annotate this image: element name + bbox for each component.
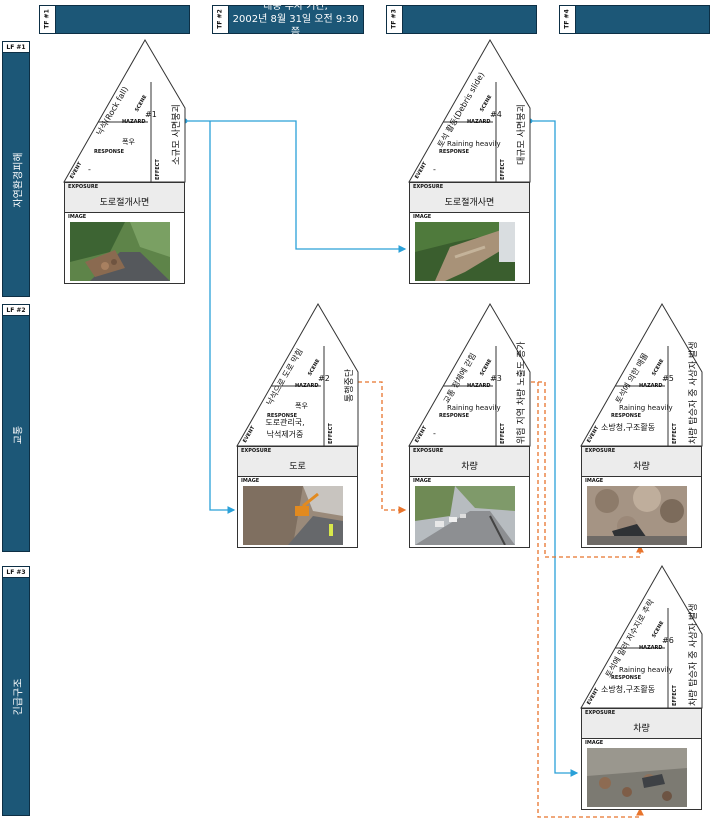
hazard-field-label: HAZARD [295, 383, 319, 389]
hazard-value: 폭우 [122, 138, 135, 146]
scenario-card-6: EVENT 토석에 밀려 저수지로 추락 SCENE #6 HAZARD Rai… [580, 565, 703, 810]
level-tag: LF #1 [2, 41, 30, 53]
timeframe-title: 태풍 루사 기간, [263, 1, 328, 12]
link-2-to-3 [358, 381, 407, 514]
scene-number: #4 [490, 110, 502, 119]
link-3-to-6 [537, 382, 644, 818]
scene-number: #6 [662, 636, 674, 645]
link-1-to-2 [209, 121, 236, 514]
exposure-value: 차량 [461, 462, 478, 472]
timeframe-tag: TF #4 [560, 6, 576, 33]
timeframe-header-1: TF #1 [39, 5, 190, 34]
buried-car-photo [587, 486, 687, 545]
effect-field-label: EFFECT [500, 159, 506, 180]
effect-field-label: EFFECT [672, 423, 678, 444]
image-box: IMAGE [237, 476, 358, 548]
response-field-label: RESPONSE [439, 149, 469, 155]
level-tag: LF #3 [2, 566, 30, 578]
exposure-box: EXPOSURE 차량 [409, 446, 530, 477]
image-box: IMAGE [581, 476, 702, 548]
scene-number: #1 [145, 110, 157, 119]
image-box: IMAGE [409, 476, 530, 548]
scene-number: #3 [490, 374, 502, 383]
debris-slide-photo [415, 222, 515, 281]
image-box: IMAGE [409, 212, 530, 284]
response-value: - [88, 165, 91, 174]
hazard-value: Raining heavily [619, 404, 673, 412]
hazard-value: Raining heavily [619, 666, 673, 674]
response-value: - [433, 165, 436, 174]
response-value: - [433, 429, 436, 438]
hazard-field-label: HAZARD [639, 383, 663, 389]
image-box: IMAGE [581, 738, 702, 810]
response-field-label: RESPONSE [94, 149, 124, 155]
scene-number: #2 [318, 374, 330, 383]
timeframe-tag: TF #1 [40, 6, 56, 33]
effect-value: 통행중단 [345, 368, 355, 402]
level-bar-3: LF #3 긴급구조 [2, 566, 30, 816]
exposure-value: 도로 [289, 462, 306, 472]
response-field-label: RESPONSE [267, 413, 297, 419]
response-field-label: RESPONSE [611, 675, 641, 681]
hazard-value: Raining heavily [447, 404, 501, 412]
effect-value: 대규모 사면붕괴 [517, 104, 527, 165]
effect-value: 차량 탑승자 중 사상자 발생 [689, 341, 699, 444]
hazard-value: 폭우 [295, 402, 308, 410]
effect-field-label: EFFECT [155, 159, 161, 180]
response-field-label: RESPONSE [611, 413, 641, 419]
effect-field-label: EFFECT [672, 685, 678, 706]
exposure-box: EXPOSURE 도로절개사면 [409, 182, 530, 213]
effect-field-label: EFFECT [500, 423, 506, 444]
exposure-value: 도로절개사면 [99, 198, 150, 208]
effect-value: 위험 지역 차량 노출도 증가 [517, 341, 527, 444]
response-value: 소방청,구조활동 [601, 423, 656, 432]
scenario-card-4: EVENT 토석 활동(Debris slide) SCENE #4 HAZAR… [408, 39, 531, 284]
traffic-jam-photo [415, 486, 515, 545]
timeframe-header-4: TF #4 [559, 5, 710, 34]
rockfall-photo [70, 222, 170, 281]
timeframe-date: 2002년 8월 31일 오전 9:30 쯤 [232, 14, 359, 38]
road-blocked-photo [243, 486, 343, 545]
level-bar-2: LF #2 교통 [2, 304, 30, 552]
effect-value: 차량 탑승자 중 사상자 발생 [689, 603, 699, 706]
scenario-card-3: EVENT 교통 정체에 갇힘 SCENE #3 HAZARD Raining … [408, 303, 531, 548]
hazard-value: Raining heavily [447, 140, 501, 148]
link-1-to-4 [185, 120, 407, 253]
scenario-card-1: EVENT 낙석(Rock fall) SCENE #1 HAZARD 폭우 R… [63, 39, 186, 284]
timeframe-header-3: TF #3 [386, 5, 537, 34]
exposure-value: 차량 [633, 462, 650, 472]
scene-number: #5 [662, 374, 674, 383]
timeframe-tag: TF #2 [213, 6, 229, 33]
scenario-card-2: EVENT 낙석으로 도로 막힘 SCENE #2 HAZARD 폭우 RESP… [236, 303, 359, 548]
image-box: IMAGE [64, 212, 185, 284]
reservoir-car-photo [587, 748, 687, 807]
link-4-to-6 [530, 120, 579, 777]
response-value: 도로관리국, 낙석제거중 [265, 418, 305, 439]
exposure-value: 도로절개사면 [444, 198, 495, 208]
hazard-field-label: HAZARD [122, 119, 146, 125]
exposure-box: EXPOSURE 차량 [581, 708, 702, 739]
exposure-box: EXPOSURE 도로 [237, 446, 358, 477]
scenario-card-5: EVENT 토석에 의한 매몰 SCENE #5 HAZARD Raining … [580, 303, 703, 548]
link-3-to-5 [531, 381, 644, 558]
hazard-field-label: HAZARD [639, 645, 663, 651]
exposure-box: EXPOSURE 차량 [581, 446, 702, 477]
effect-field-label: EFFECT [328, 423, 334, 444]
exposure-box: EXPOSURE 도로절개사면 [64, 182, 185, 213]
response-value: 소방청,구조활동 [601, 685, 656, 694]
response-field-label: RESPONSE [439, 413, 469, 419]
timeframe-header-2: TF #2 태풍 루사 기간, 2002년 8월 31일 오전 9:30 쯤 [212, 1, 364, 38]
hazard-field-label: HAZARD [467, 383, 491, 389]
hazard-field-label: HAZARD [467, 119, 491, 125]
level-bar-1: LF #1 자연환경피해 [2, 41, 30, 297]
effect-value: 소규모 사면붕괴 [172, 104, 182, 165]
level-tag: LF #2 [2, 304, 30, 316]
timeframe-tag: TF #3 [387, 6, 403, 33]
exposure-value: 차량 [633, 724, 650, 734]
